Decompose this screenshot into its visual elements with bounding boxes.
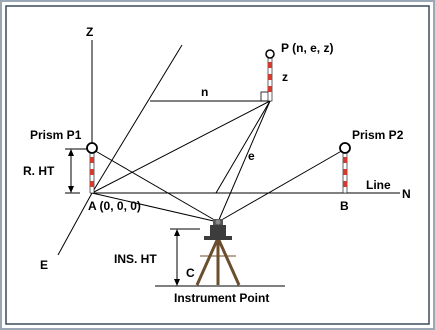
sight-line-instrument-to-p (217, 100, 271, 223)
b-point-label: B (340, 199, 349, 213)
n-label: n (201, 85, 208, 99)
prism-pole-p2 (339, 142, 351, 194)
e-axis-line (57, 192, 93, 256)
instrument-tripod (195, 219, 241, 286)
sight-line-a-to-p (91, 100, 271, 194)
r-ht-arrow-down (68, 186, 74, 193)
sight-line-instrument-to-p2 (217, 148, 346, 223)
prism-p1-label: Prism P1 (30, 128, 82, 142)
prism-p1-reflector (86, 142, 98, 154)
prism-p-reflector (265, 49, 275, 59)
p-point-label: P (n, e, z) (281, 41, 333, 55)
ins-ht-arrow-up (174, 229, 180, 236)
ins-ht-arrow-down (174, 279, 180, 286)
z-label: z (282, 70, 288, 84)
z-axis-label: Z (86, 25, 93, 39)
prism-p2-reflector (339, 142, 351, 154)
inner-frame (5, 5, 430, 325)
r-ht-label: R. HT (23, 164, 55, 178)
upper-slant-line (91, 44, 183, 194)
prism-pole-p (265, 49, 275, 102)
e-axis-label: E (40, 258, 48, 272)
c-label: C (186, 266, 195, 280)
ins-ht-label: INS. HT (114, 252, 157, 266)
n-axis-label: N (402, 187, 411, 201)
sight-line-instrument-to-a (91, 192, 219, 223)
prism-pole-p1 (86, 142, 98, 194)
e-line (215, 100, 271, 194)
prism-p2-label: Prism P2 (352, 128, 404, 142)
a-point-label: A (0, 0, 0) (88, 199, 141, 213)
line-label: Line (366, 178, 391, 192)
e-label: e (248, 149, 255, 163)
instrument-point-label: Instrument Point (174, 291, 269, 305)
sight-line-instrument-to-p1 (91, 148, 219, 223)
r-ht-arrow-up (68, 149, 74, 156)
